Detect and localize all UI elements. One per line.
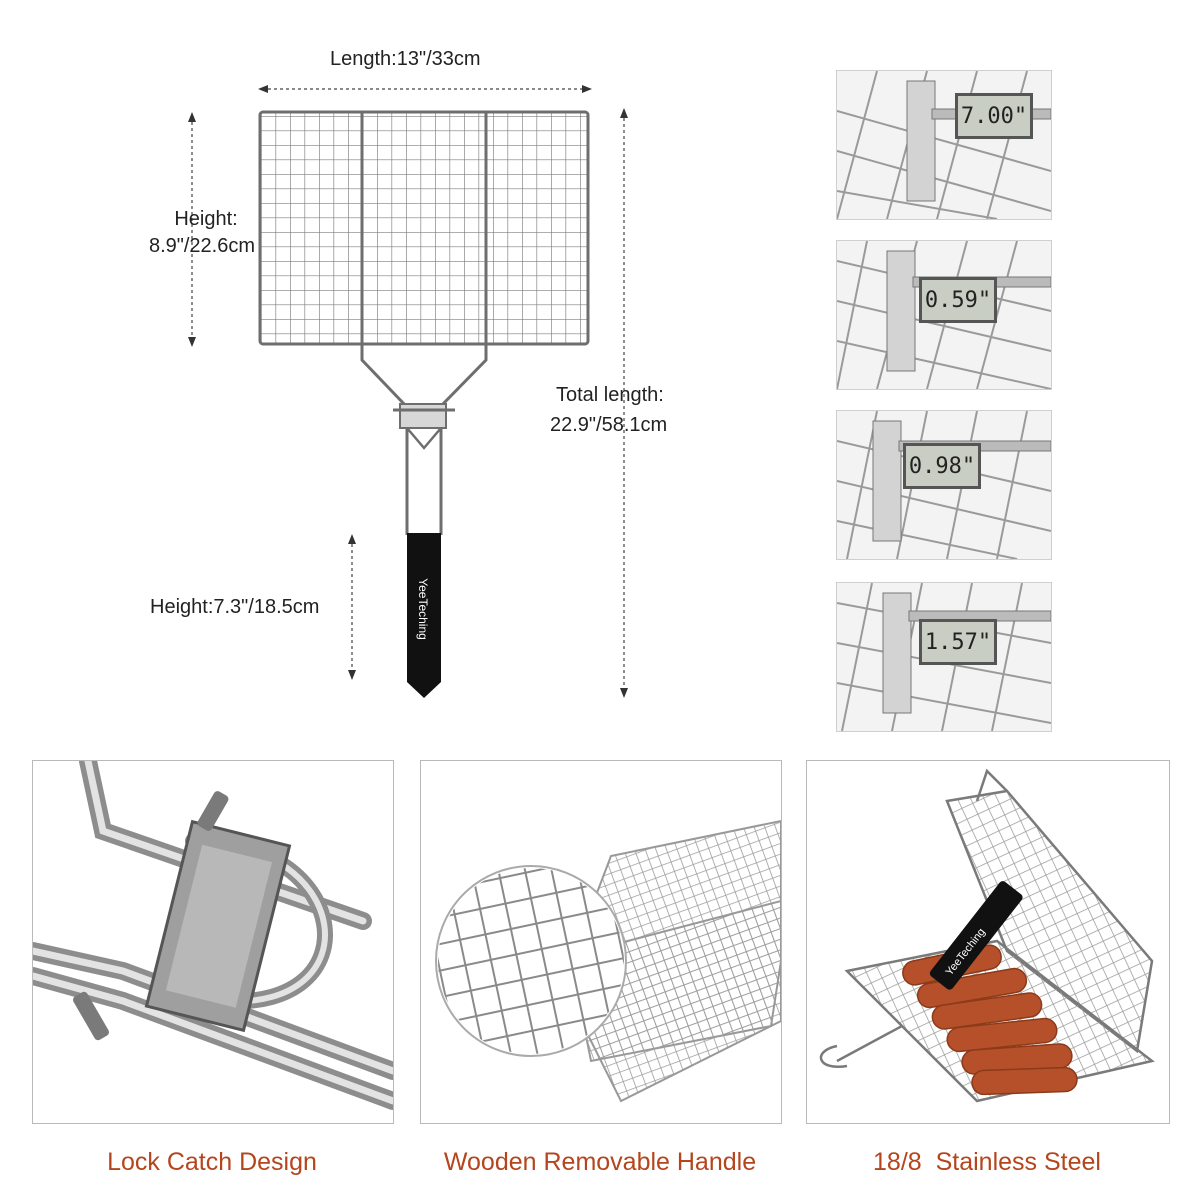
total-length-label-line1: Total length: bbox=[556, 384, 664, 406]
total-length-label-line2: 22.9"/58.1cm bbox=[550, 414, 668, 436]
caliper-photo-4: 1.57" bbox=[836, 582, 1052, 732]
feature-panel-lock-catch bbox=[32, 760, 394, 1124]
caliper-reading-3: 0.98" bbox=[903, 443, 981, 489]
dimension-diagram: Length:13"/33cm Height: 8.9"/22.6cm Tota… bbox=[0, 0, 800, 740]
handle-grip bbox=[929, 881, 1023, 990]
caption-removable-handle: Wooden Removable Handle bbox=[443, 1148, 757, 1176]
caliper-reading-1: 7.00" bbox=[955, 93, 1033, 139]
basket-height-label: Height: 8.9"/22.6cm bbox=[142, 206, 262, 260]
caption-stainless-steel: 18/8 Stainless Steel bbox=[873, 1148, 1101, 1176]
caliper-photo-2: 0.59" bbox=[836, 240, 1052, 390]
grill-basket-drawing bbox=[188, 85, 628, 698]
feature-panel-removable-handle bbox=[420, 760, 782, 1124]
caliper-photo-1: 7.00" bbox=[836, 70, 1052, 220]
basket-height-label-line1: Height: bbox=[174, 208, 238, 230]
caliper-photo-3: 0.98" bbox=[836, 410, 1052, 560]
total-length-label: Total length: 22.9"/58.1cm bbox=[550, 380, 667, 440]
lock-catch-photo bbox=[33, 761, 393, 1110]
handle-height-label: Height:7.3"/18.5cm bbox=[150, 596, 320, 618]
basket-height-label-line2: 8.9"/22.6cm bbox=[148, 235, 256, 257]
sausage-basket-photo: YeeTeching bbox=[819, 768, 1155, 1103]
handle-brand-text: YeeTeching bbox=[416, 578, 430, 640]
handle-grip bbox=[407, 533, 441, 698]
mesh-detail-photo bbox=[435, 819, 781, 1103]
caliper-reading-2: 0.59" bbox=[919, 277, 997, 323]
feature-panel-stainless-steel: YeeTeching bbox=[806, 760, 1170, 1124]
caliper-reading-4: 1.57" bbox=[919, 619, 997, 665]
caption-lock-catch: Lock Catch Design bbox=[107, 1148, 317, 1176]
length-label: Length:13"/33cm bbox=[330, 48, 481, 70]
